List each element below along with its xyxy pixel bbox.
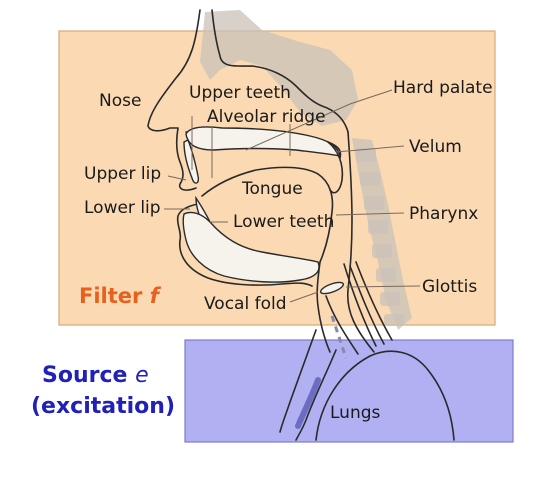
- label-lower-lip: Lower lip: [84, 198, 161, 218]
- tongue-surface: [201, 166, 334, 263]
- trachea-left: [325, 295, 359, 355]
- pharynx-wall: [346, 131, 375, 353]
- source-region: [184, 339, 514, 443]
- lungs-outline: [315, 350, 455, 441]
- upper-tooth: [183, 139, 200, 184]
- label-pharynx: Pharynx: [409, 204, 478, 224]
- label-lower-teeth: Lower teeth: [233, 212, 334, 232]
- label-tongue: Tongue: [241, 179, 303, 199]
- chin-profile: [176, 203, 313, 287]
- dashed-airway: [330, 315, 348, 359]
- bronchus-left: [279, 329, 317, 433]
- trachea-right: [343, 263, 377, 347]
- source-symbol: e: [135, 363, 149, 388]
- label-velum: Velum: [409, 137, 462, 157]
- filter-word: Filter: [79, 284, 143, 308]
- source-word: Source: [42, 363, 127, 388]
- label-vocal-fold: Vocal fold: [204, 294, 287, 314]
- velum-outline: [327, 141, 344, 194]
- label-upper-teeth: Upper teeth: [189, 83, 291, 103]
- nasal-cavity: [211, 9, 349, 133]
- source-title: Source e: [42, 363, 149, 388]
- skull-bone-shading: [200, 10, 358, 126]
- lower-jaw: [182, 211, 320, 283]
- label-glottis: Glottis: [422, 277, 477, 297]
- vocal-fold-shape: [319, 281, 345, 295]
- filter-title: Filter f: [79, 284, 162, 308]
- esophagus-right: [355, 261, 393, 341]
- palate: [185, 126, 341, 157]
- label-upper-lip: Upper lip: [84, 164, 161, 184]
- label-hard-palate: Hard palate: [393, 78, 493, 98]
- source-subtitle: (excitation): [31, 394, 175, 419]
- label-nose: Nose: [99, 91, 141, 111]
- label-lungs: Lungs: [330, 403, 381, 423]
- bronchus-right: [295, 349, 337, 441]
- label-alveolar-ridge: Alveolar ridge: [207, 107, 326, 127]
- esophagus-left: [349, 265, 385, 345]
- filter-symbol: f: [150, 284, 162, 308]
- head-cross-section: [147, 9, 455, 441]
- vertebrae: [356, 148, 404, 326]
- bronchus-shade: [295, 377, 321, 429]
- leader-lines: [164, 89, 421, 303]
- larynx-front: [316, 261, 331, 353]
- face-profile: [147, 9, 201, 191]
